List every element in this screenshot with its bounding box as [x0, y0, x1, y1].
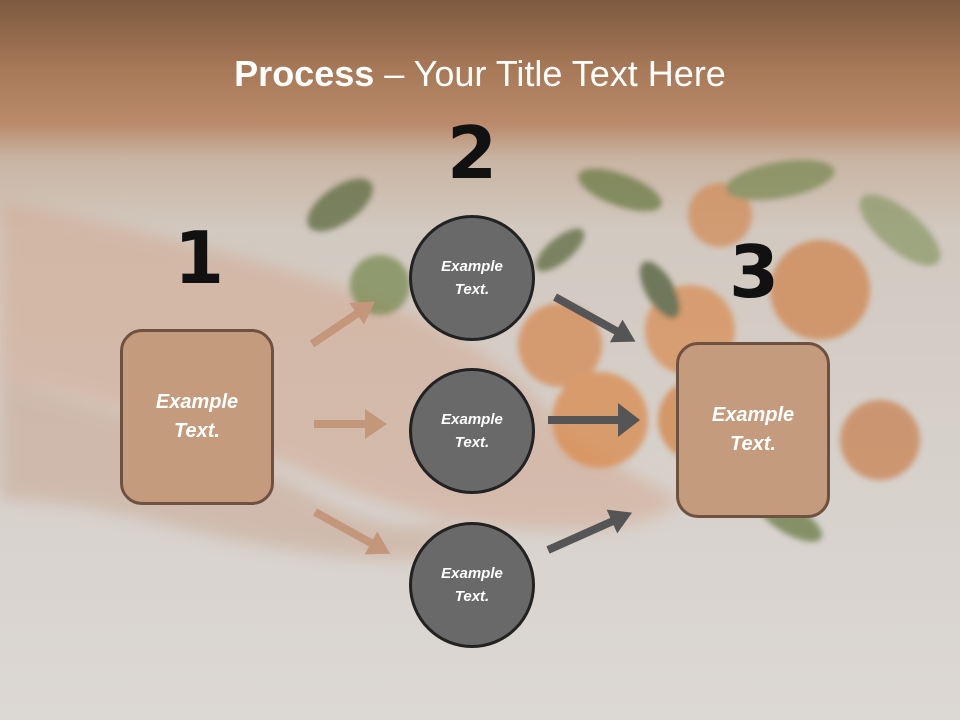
right-step-box: Example Text. [676, 342, 830, 518]
arrow-middle-to-right [548, 403, 640, 437]
step-number-3: 3 [728, 230, 780, 314]
step-number-2: 2 [446, 111, 498, 195]
right-step-box-label: Example Text. [711, 404, 795, 455]
arrow-top-to-right [553, 293, 636, 343]
circle-bottom: Example Text. [409, 522, 535, 648]
left-step-box-label: Example Text. [155, 391, 239, 442]
slide-title: Process – Your Title Text Here [0, 52, 960, 96]
circle-top: Example Text. [409, 215, 535, 341]
arrow-left-to-top [309, 301, 376, 348]
circle-top-label: Example Text. [441, 258, 503, 298]
left-step-box: Example Text. [120, 329, 274, 505]
circle-middle-label: Example Text. [441, 411, 503, 451]
arrow-left-to-bottom [313, 508, 391, 555]
step-number-1: 1 [173, 216, 225, 300]
circle-middle: Example Text. [409, 368, 535, 494]
circle-bottom-label: Example Text. [441, 565, 503, 605]
title-rest: – Your Title Text Here [374, 53, 726, 94]
arrow-left-to-middle [314, 409, 387, 439]
title-bold: Process [234, 53, 375, 94]
arrow-bottom-to-right [546, 509, 633, 554]
